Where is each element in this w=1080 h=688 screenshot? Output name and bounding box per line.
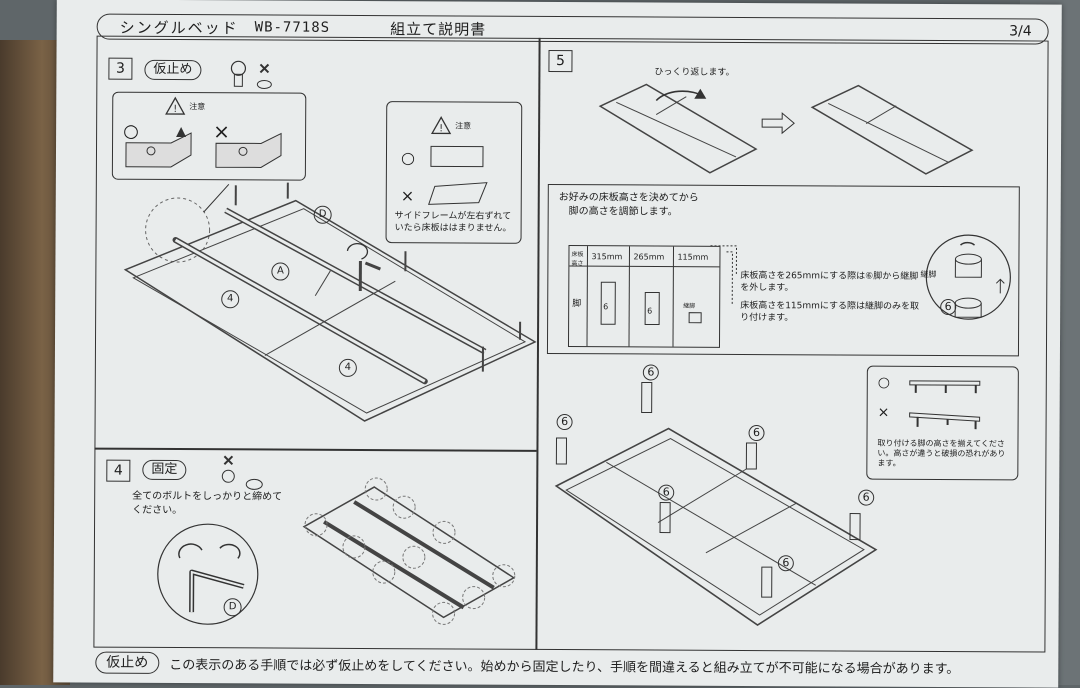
flip-frame-drawing — [596, 78, 987, 180]
bolt-washer-icon — [222, 454, 282, 494]
instruction-sheet: シングルベッド WB-7718S 組立て説明書 3/4 3 仮止め ! 注意 ○… — [53, 0, 1062, 688]
leg-6-marker: 6 — [858, 490, 874, 506]
warning-icon: ! — [431, 116, 451, 134]
page-number: 3/4 — [1009, 23, 1032, 39]
side-frame-caution: ! 注意 ○ × サイドフレームが左右ずれていたら床板ははまりません。 — [386, 101, 523, 244]
leg-6-marker: 6 — [748, 425, 764, 441]
adjust-title-2: 脚の高さを調節します。 — [569, 205, 678, 220]
ng-mark: × — [401, 186, 415, 205]
step4-instruction: 全てのボルトをしっかりと締めてください。 — [132, 490, 282, 519]
joint-leg-label: 継脚 — [683, 301, 695, 310]
side-caution-title: 注意 — [455, 120, 471, 131]
step4-frame-drawing — [294, 477, 525, 628]
side-caution-text: サイドフレームが左右ずれていたら床板ははまりません。 — [395, 210, 515, 235]
ok-mark: ○ — [401, 148, 415, 167]
table-grid — [569, 246, 720, 347]
height-adjustment-panel: お好みの床板高さを決めてから 脚の高さを調節します。 床板高さ 315mm 26… — [547, 184, 1020, 356]
step5-number: 5 — [548, 50, 572, 72]
part-label-4-left: 4 — [221, 290, 239, 308]
hex-wrench-detail — [157, 524, 268, 635]
tool-label-d: D — [224, 598, 242, 616]
leg-alignment-diagram — [908, 375, 1008, 430]
adjust-title: お好みの床板高さを決めてから — [559, 191, 699, 206]
leg-6-b: 6 — [647, 306, 652, 315]
callout-arrows — [698, 242, 738, 312]
document-title: 組立て説明書 — [390, 18, 486, 40]
bolt-hole-diagram — [121, 133, 301, 176]
leg-6-marker: 6 — [557, 414, 573, 430]
step4-label: 固定 — [142, 460, 186, 480]
part-label-d: D — [314, 206, 332, 224]
leg-caution-text: 取り付ける脚の高さを揃えてください。高さが違うと破損の恐れがあります。 — [877, 439, 1011, 470]
leg-6-a: 6 — [603, 302, 608, 311]
leg-6-marker: 6 — [778, 555, 794, 571]
step3-label: 仮止め — [144, 60, 201, 80]
frame-alignment-diagram — [427, 142, 507, 206]
note-115: 床板高さを115mmにする際は継脚のみを取り付けます。 — [740, 300, 920, 325]
leg-height-caution: ○ × 取り付ける脚の高さを揃えてください。高さが違うと破損の恐れがあります。 — [866, 366, 1019, 481]
step3-number: 3 — [108, 58, 132, 80]
footer-text: この表示のある手順では必ず仮止めをしてください。始めから固定したり、手順を間違え… — [169, 653, 959, 676]
bolt-washer-icon — [226, 58, 286, 94]
product-name: シングルベッド — [120, 16, 239, 38]
svg-text:!: ! — [439, 123, 443, 134]
step4-number: 4 — [106, 460, 130, 482]
model-number: WB-7718S — [255, 19, 331, 35]
svg-text:!: ! — [173, 104, 177, 115]
flip-note: ひっくり返します。 — [654, 67, 734, 79]
leg-6-marker: 6 — [658, 485, 674, 501]
leg-6-marker: 6 — [643, 364, 659, 380]
note-265: 床板高さを265mmにする際は⑥脚から継脚を外します。 — [740, 270, 920, 295]
warning-icon: ! — [165, 97, 185, 115]
footer-note: 仮止め この表示のある手順では必ず仮止めをしてください。始めから固定したり、手順… — [93, 650, 1043, 681]
footer-label: 仮止め — [95, 652, 159, 674]
part-label-a: A — [271, 263, 289, 281]
caution-title: 注意 — [189, 101, 205, 112]
joint-leg-callout: 継脚 — [920, 269, 936, 280]
callout-leader — [174, 184, 254, 214]
part-label-4-bottom: 4 — [339, 359, 357, 377]
step3-caution-callout: ! 注意 ○ × — [112, 92, 306, 181]
leg-6-callout: 6 — [940, 299, 956, 315]
step5-frame-with-legs — [545, 362, 886, 634]
